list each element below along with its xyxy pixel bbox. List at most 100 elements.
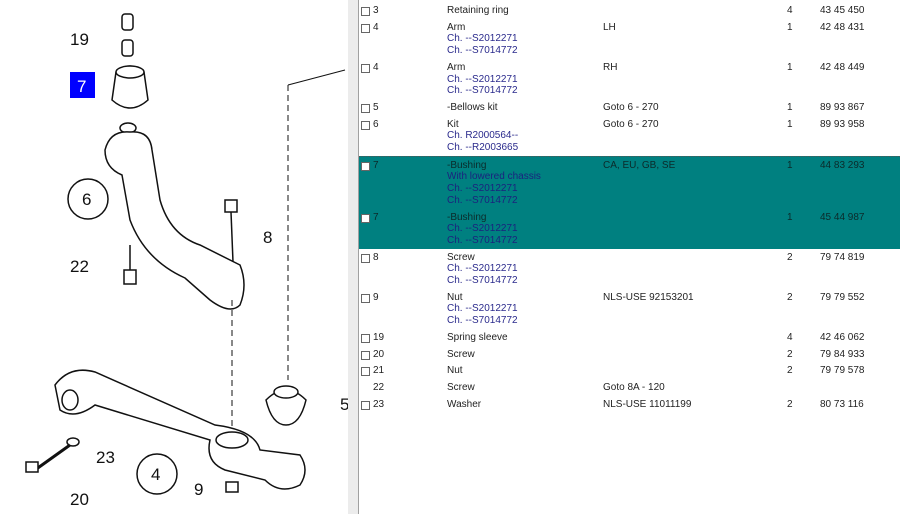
part-quantity: 1 bbox=[787, 21, 793, 33]
part-number: 42 46 062 bbox=[820, 331, 865, 343]
part-note-line: Ch. --S7014772 bbox=[447, 315, 518, 327]
callout-7-highlight bbox=[70, 72, 95, 98]
callout-9[interactable]: 9 bbox=[194, 480, 203, 499]
callout-8[interactable]: 8 bbox=[263, 228, 272, 247]
part-number: 79 79 552 bbox=[820, 291, 865, 303]
callout-7[interactable]: 7 bbox=[77, 77, 86, 96]
part-row[interactable]: 23 Washer NLS-USE 11011199 2 80 73 116 bbox=[359, 396, 900, 413]
part-remark: RH bbox=[603, 61, 618, 73]
part-quantity: 2 bbox=[787, 365, 793, 377]
panel-splitter[interactable] bbox=[348, 0, 359, 514]
part-description: Arm bbox=[447, 21, 466, 33]
part-remark: CA, EU, GB, SE bbox=[603, 159, 676, 171]
part-quantity: 1 bbox=[787, 61, 793, 73]
part-note-line: With lowered chassis bbox=[447, 171, 541, 183]
row-checkbox[interactable] bbox=[361, 103, 370, 113]
part-description: Screw bbox=[447, 381, 475, 393]
part-note-line: Ch. R2000564-- bbox=[447, 130, 519, 142]
part-remark: LH bbox=[603, 21, 616, 33]
row-checkbox[interactable] bbox=[361, 120, 370, 130]
callout-23[interactable]: 23 bbox=[96, 448, 115, 467]
row-checkbox[interactable] bbox=[361, 7, 370, 16]
item-number: 4 bbox=[373, 21, 379, 33]
callout-4[interactable]: 4 bbox=[151, 465, 160, 484]
item-number: 23 bbox=[373, 398, 385, 410]
part-description: -Bellows kit bbox=[447, 101, 498, 113]
part-quantity: 1 bbox=[787, 211, 793, 223]
part-row[interactable]: 21 Nut 2 79 79 578 bbox=[359, 362, 900, 379]
part-note-line: Ch. --S7014772 bbox=[447, 85, 518, 97]
part-description: Screw bbox=[447, 348, 475, 360]
part-note-line: Ch. --S2012271 bbox=[447, 263, 518, 275]
callout-20[interactable]: 20 bbox=[70, 490, 89, 509]
item-number: 19 bbox=[373, 331, 385, 343]
part-remark: NLS-USE 92153201 bbox=[603, 291, 694, 303]
callout-5[interactable]: 5 bbox=[340, 395, 349, 414]
part-remark: NLS-USE 11011199 bbox=[603, 398, 692, 410]
row-checkbox[interactable] bbox=[361, 63, 370, 73]
item-number: 9 bbox=[373, 291, 379, 303]
row-checkbox[interactable] bbox=[361, 213, 370, 223]
row-checkbox[interactable] bbox=[361, 161, 370, 171]
item-number: 5 bbox=[373, 101, 379, 113]
part-note-line: Ch. --S2012271 bbox=[447, 303, 518, 315]
part-quantity: 4 bbox=[787, 5, 793, 16]
item-number: 7 bbox=[373, 159, 379, 171]
part-number: 80 73 116 bbox=[820, 398, 864, 410]
part-quantity: 2 bbox=[787, 251, 793, 263]
parts-diagram[interactable]: 19 7 6 8 22 5 23 4 20 9 bbox=[0, 0, 349, 514]
part-number: 79 84 933 bbox=[820, 348, 865, 360]
row-checkbox[interactable] bbox=[361, 293, 370, 303]
part-note-line: Ch. --S7014772 bbox=[447, 45, 518, 57]
part-description: -Bushing bbox=[447, 159, 487, 171]
part-note-line: Ch. --S7014772 bbox=[447, 275, 518, 287]
part-number: 79 79 578 bbox=[820, 365, 865, 377]
row-checkbox[interactable] bbox=[361, 23, 370, 33]
part-quantity: 2 bbox=[787, 291, 793, 303]
part-number: 45 44 987 bbox=[820, 211, 865, 223]
part-note-line: Ch. --S2012271 bbox=[447, 73, 518, 85]
part-description: Nut bbox=[447, 365, 463, 377]
row-checkbox[interactable] bbox=[361, 367, 370, 377]
part-note-line: Ch. --S2012271 bbox=[447, 33, 518, 45]
part-note-line: Ch. --R2003665 bbox=[447, 142, 519, 154]
part-number: 89 93 867 bbox=[820, 101, 865, 113]
part-description: Washer bbox=[447, 398, 482, 410]
callout-22[interactable]: 22 bbox=[70, 257, 89, 276]
part-number: 79 74 819 bbox=[820, 251, 865, 263]
part-quantity: 1 bbox=[787, 159, 793, 171]
item-number: 7 bbox=[373, 211, 379, 223]
part-number: 89 93 958 bbox=[820, 118, 865, 130]
part-number: 43 45 450 bbox=[820, 5, 865, 16]
item-number: 21 bbox=[373, 365, 385, 377]
row-checkbox[interactable] bbox=[361, 333, 370, 343]
row-checkbox[interactable] bbox=[361, 400, 370, 410]
row-checkbox[interactable] bbox=[361, 253, 370, 263]
item-number: 22 bbox=[373, 381, 385, 393]
part-note-line: Ch. --S2012271 bbox=[447, 223, 518, 235]
part-description: Retaining ring bbox=[447, 5, 509, 16]
part-quantity: 1 bbox=[787, 118, 793, 130]
item-number: 6 bbox=[373, 118, 379, 130]
suspension-diagram: 19 7 6 8 22 5 23 4 20 9 bbox=[25, 13, 349, 509]
item-number: 8 bbox=[373, 251, 379, 263]
row-checkbox[interactable] bbox=[361, 350, 370, 360]
part-quantity: 2 bbox=[787, 398, 793, 410]
part-description: Arm bbox=[447, 61, 466, 73]
part-number: 42 48 431 bbox=[820, 21, 865, 33]
callout-6[interactable]: 6 bbox=[82, 190, 91, 209]
part-number: 44 83 293 bbox=[820, 159, 865, 171]
callout-19[interactable]: 19 bbox=[70, 30, 89, 49]
